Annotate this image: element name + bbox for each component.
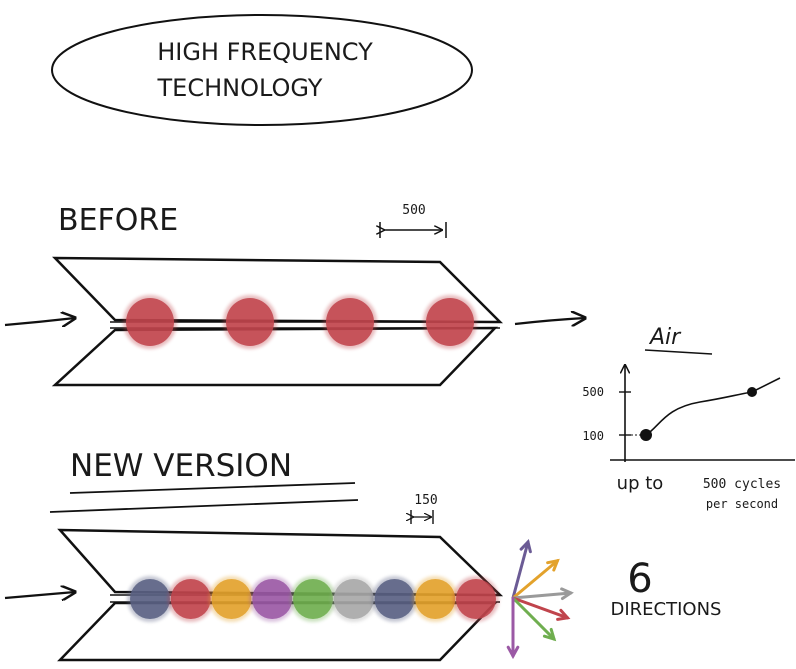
new-balls bbox=[127, 576, 499, 622]
title-line-1: HIGH FREQUENCY bbox=[157, 38, 373, 66]
air-graph-curve bbox=[645, 377, 781, 436]
before-output-arrow bbox=[514, 318, 585, 324]
new-version-section: NEW VERSION 150 6 DIRECTIONS bbox=[4, 448, 722, 662]
directions-label: DIRECTIONS bbox=[611, 599, 722, 620]
air-graph-y-tick-500: 500 bbox=[582, 385, 604, 399]
air-graph-y-tick-100: 100 bbox=[582, 429, 604, 443]
air-graph-title: Air bbox=[648, 325, 682, 350]
direction-arrow-shaft bbox=[511, 591, 573, 600]
direction-arrow-head bbox=[546, 558, 560, 572]
before-input-arrow bbox=[4, 318, 75, 325]
before-heading: BEFORE bbox=[58, 203, 178, 238]
direction-arrow-shaft bbox=[511, 540, 530, 600]
air-graph: Air 500 100 up to 500 cycles per second bbox=[582, 325, 795, 511]
new-ball bbox=[170, 579, 211, 619]
direction-arrow-shaft bbox=[511, 596, 556, 641]
before-spacing-indicator: 500 bbox=[380, 203, 447, 238]
new-ball bbox=[130, 579, 170, 619]
new-spacing-indicator: 150 bbox=[411, 493, 438, 524]
before-ball bbox=[126, 298, 174, 346]
before-ball bbox=[426, 298, 474, 346]
direction-arrow-head bbox=[556, 608, 571, 621]
direction-arrow-head bbox=[560, 587, 574, 600]
new-ball bbox=[456, 579, 496, 619]
new-version-heading: NEW VERSION bbox=[70, 448, 292, 484]
before-ball bbox=[226, 298, 274, 346]
new-ball bbox=[211, 579, 252, 619]
new-ball bbox=[252, 579, 293, 619]
air-graph-point-low bbox=[640, 429, 652, 441]
new-ball bbox=[415, 579, 456, 619]
new-input-arrow bbox=[4, 592, 75, 598]
new-ball bbox=[333, 579, 374, 619]
new-ball bbox=[293, 579, 333, 619]
before-ball bbox=[326, 298, 374, 346]
direction-arrows bbox=[506, 538, 574, 660]
direction-arrow-head bbox=[506, 645, 520, 660]
before-balls bbox=[123, 295, 477, 349]
direction-arrow-head bbox=[519, 538, 532, 554]
title-line-2: TECHNOLOGY bbox=[157, 74, 323, 102]
air-graph-x-label-right-1: 500 cycles bbox=[703, 477, 781, 492]
new-spacing-label: 150 bbox=[414, 493, 437, 508]
direction-arrow-shaft bbox=[511, 596, 570, 620]
new-ball bbox=[374, 579, 415, 619]
title-bubble: HIGH FREQUENCY TECHNOLOGY bbox=[51, 14, 473, 126]
directions-count: 6 bbox=[627, 556, 652, 602]
before-section: BEFORE 500 bbox=[4, 203, 585, 387]
air-graph-x-label-left: up to bbox=[617, 473, 664, 494]
before-spacing-label: 500 bbox=[402, 203, 425, 218]
direction-arrow-shaft bbox=[511, 559, 559, 600]
air-graph-x-label-right-2: per second bbox=[706, 497, 778, 511]
direction-arrow-head bbox=[542, 627, 557, 642]
title-ellipse bbox=[51, 14, 473, 126]
air-graph-point-high bbox=[747, 387, 757, 397]
